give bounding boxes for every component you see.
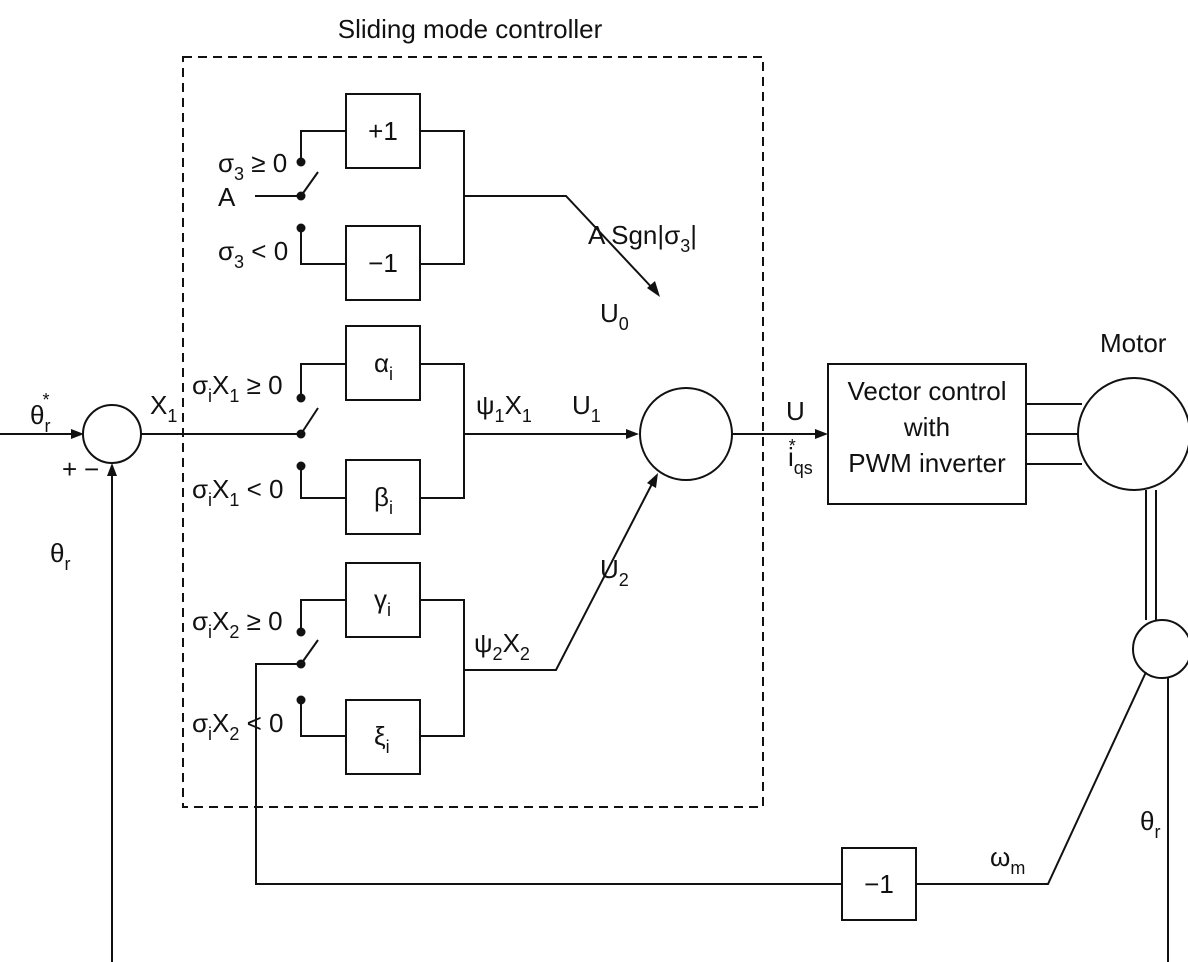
alpha-block — [345, 325, 421, 401]
output-summing-junction — [639, 387, 733, 481]
sx2-ge-label: σiX2 ≥ 0 — [192, 606, 283, 642]
sx1-ge-label: σiX1 ≥ 0 — [192, 370, 283, 406]
beta-block — [345, 459, 421, 535]
psi2x2-label: ψ2X2 — [474, 628, 530, 664]
plus-one-text: +1 — [368, 116, 398, 146]
u-output-arrow — [815, 429, 828, 439]
a-input-label: A — [218, 182, 236, 212]
psi1x1-label: ψ1X1 — [476, 390, 532, 426]
switch-3-blade — [300, 639, 319, 665]
x2-feedback-wire — [255, 663, 842, 885]
switch-3-lower-wire — [300, 700, 346, 737]
controller-boundary — [182, 56, 764, 808]
alpha-text: αi — [374, 348, 393, 384]
u0-label: U0 — [600, 298, 629, 334]
diagram-title: Sliding mode controller — [338, 14, 603, 44]
sx2-lt-label: σiX2 < 0 — [192, 708, 284, 744]
minus-sign: − — [84, 454, 99, 484]
a-sgn-label: A Sgn|σ3| — [588, 220, 697, 256]
position-sensor — [1132, 619, 1188, 679]
switch-2-upper-wire — [300, 363, 346, 398]
vector-control-line-3: PWM inverter — [848, 448, 1006, 478]
motor-label: Motor — [1100, 328, 1167, 358]
u2-signal-wire — [464, 479, 655, 671]
gamma-text: γi — [374, 584, 391, 620]
theta-r-right-label: θr — [1140, 806, 1160, 842]
sigma3-ge-label: σ3 ≥ 0 — [218, 148, 287, 184]
minus-one-top-text: −1 — [368, 248, 398, 278]
iqs-star-label: iqs* — [788, 436, 813, 478]
xi-block — [345, 699, 421, 775]
vector-control-line-1: Vector control — [848, 376, 1007, 406]
switch-1-upper-wire — [300, 130, 346, 162]
omega-m-label: ωm — [990, 842, 1025, 878]
theta-r-star-label: θr* — [30, 390, 50, 436]
switch-1-lower-wire — [300, 228, 346, 265]
u-label: U — [786, 396, 805, 426]
xi-text: ξi — [374, 721, 390, 757]
minus-one-bottom-text: −1 — [864, 869, 894, 899]
sx1-lt-label: σiX1 < 0 — [192, 474, 284, 510]
gamma-block — [345, 562, 421, 638]
vector-control-block — [827, 363, 1027, 505]
switch-2-lower-wire — [300, 466, 346, 499]
beta-text: βi — [374, 482, 393, 518]
psi2-combiner-wire — [420, 599, 465, 737]
motor — [1077, 377, 1188, 491]
feedback-position-arrow — [107, 463, 117, 476]
minus-one-block-bottom — [841, 847, 917, 921]
psi1-combiner-wire — [420, 363, 465, 499]
switch-3-upper-wire — [300, 599, 346, 632]
plus-sign: + — [62, 454, 77, 484]
u2-arrow — [647, 473, 658, 488]
u1-arrow — [626, 429, 639, 439]
speed-feedback-wire — [916, 671, 1147, 885]
theta-r-label: θr — [50, 538, 70, 574]
u2-label: U2 — [600, 554, 629, 590]
u0-arrow — [647, 281, 660, 297]
switch-1-blade — [300, 171, 319, 197]
vector-control-line-2: with — [903, 412, 950, 442]
sign-combiner-wire — [420, 130, 465, 265]
u1-label: U1 — [572, 390, 601, 426]
u0-signal-wire — [464, 195, 657, 293]
x1-label: X1 — [150, 390, 177, 426]
switch-2-blade — [300, 407, 319, 435]
sigma3-lt-label: σ3 < 0 — [218, 236, 288, 272]
reference-input-arrow — [71, 429, 84, 439]
